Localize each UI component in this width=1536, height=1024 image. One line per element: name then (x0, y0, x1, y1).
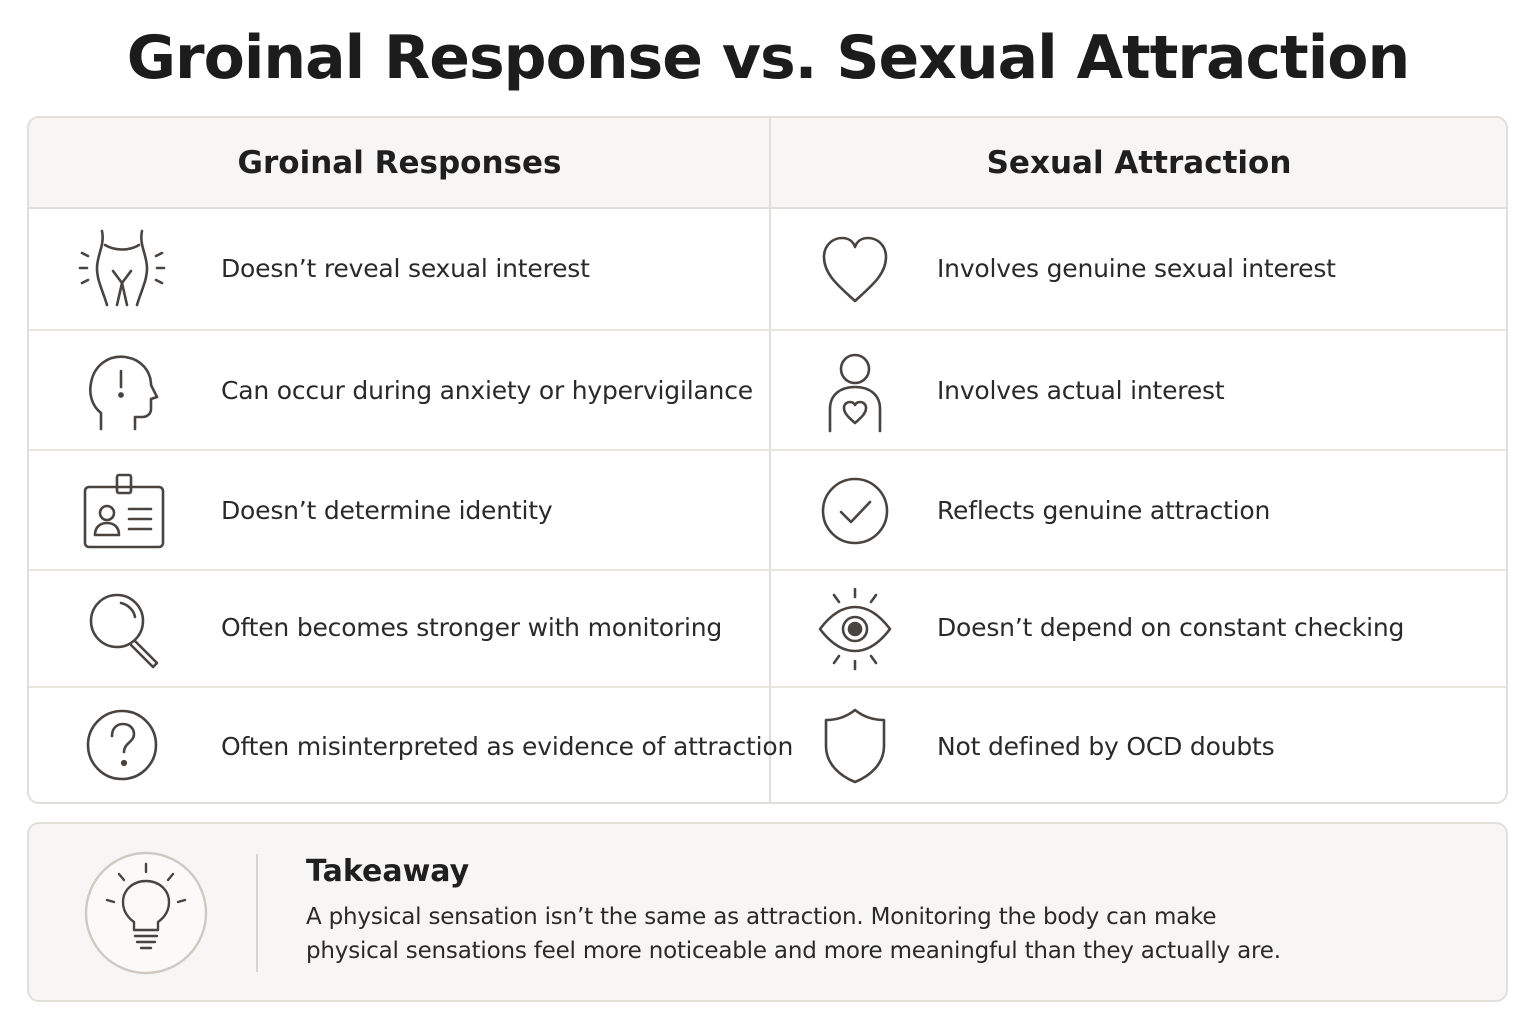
magnifier-icon (79, 587, 169, 677)
page-title: Groinal Response vs. Sexual Attraction (126, 23, 1410, 93)
column-header-sexual-attraction: Sexual Attraction (986, 145, 1292, 181)
groin-body-icon (77, 223, 167, 313)
lightbulb-icon (83, 850, 209, 976)
right-cell-text: Involves genuine sexual interest (937, 254, 1336, 283)
comparison-table: Groinal Responses Sexual Attraction Does… (27, 116, 1508, 804)
table-row: Often becomes stronger with monitoring D… (29, 571, 1506, 688)
id-badge-icon (79, 469, 169, 559)
person-heart-icon (810, 349, 900, 439)
shield-icon (810, 700, 900, 790)
column-divider (769, 118, 771, 802)
heart-icon (810, 223, 900, 313)
right-cell-text: Doesn’t depend on constant checking (937, 613, 1405, 642)
right-cell-text: Reflects genuine attraction (937, 496, 1271, 525)
takeaway-title: Takeaway (306, 854, 470, 889)
head-exclamation-icon (77, 347, 167, 437)
left-cell-text: Doesn’t reveal sexual interest (221, 254, 590, 283)
table-row: Often misinterpreted as evidence of attr… (29, 688, 1506, 802)
left-cell-text: Often becomes stronger with monitoring (221, 613, 723, 642)
table-header: Groinal Responses Sexual Attraction (29, 118, 1506, 209)
right-cell-text: Not defined by OCD doubts (937, 732, 1275, 761)
table-row: Can occur during anxiety or hypervigilan… (29, 331, 1506, 451)
question-circle-icon (77, 700, 167, 790)
left-cell-text: Can occur during anxiety or hypervigilan… (221, 376, 753, 405)
takeaway-divider (256, 854, 258, 972)
check-circle-icon (810, 466, 900, 556)
table-row: Doesn’t determine identity Reflects genu… (29, 451, 1506, 571)
takeaway-box: Takeaway A physical sensation isn’t the … (27, 822, 1508, 1002)
takeaway-text-line: physical sensations feel more noticeable… (306, 938, 1281, 964)
column-header-groinal-responses: Groinal Responses (237, 145, 562, 181)
eye-icon (810, 583, 900, 673)
table-row: Doesn’t reveal sexual interest Involves … (29, 209, 1506, 331)
left-cell-text: Doesn’t determine identity (221, 496, 553, 525)
right-cell-text: Involves actual interest (937, 376, 1225, 405)
left-cell-text: Often misinterpreted as evidence of attr… (221, 732, 794, 761)
takeaway-text-line: A physical sensation isn’t the same as a… (306, 904, 1217, 930)
